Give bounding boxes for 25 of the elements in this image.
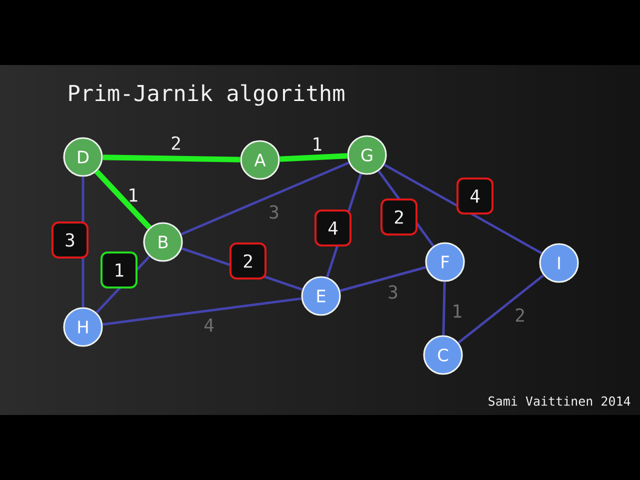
graph-edge bbox=[442, 282, 446, 336]
title: Prim-Jarnik algorithm bbox=[69, 84, 344, 106]
graph-edge bbox=[102, 297, 302, 326]
edge-label: 1 bbox=[454, 304, 462, 318]
edge-label: 1 bbox=[130, 188, 138, 202]
graph-edge bbox=[102, 154, 240, 162]
graph-edge bbox=[340, 266, 426, 292]
credit-text: Sami Vaittinen 2014 bbox=[488, 396, 630, 406]
edge-label: 3 bbox=[52, 222, 88, 258]
graph-edge bbox=[180, 162, 350, 236]
graph-edge bbox=[94, 170, 152, 230]
edge-label: 1 bbox=[314, 137, 322, 151]
edge-label: 4 bbox=[456, 178, 494, 214]
edge-label: 1 bbox=[100, 252, 138, 288]
edge-label: 4 bbox=[314, 210, 352, 246]
edge-label: 4 bbox=[204, 318, 214, 332]
graph-edge bbox=[280, 153, 348, 162]
graph-edge bbox=[384, 164, 542, 254]
edge-label: 2 bbox=[516, 308, 524, 322]
edge-label: 2 bbox=[172, 136, 180, 150]
edge-label: 2 bbox=[230, 242, 266, 280]
graph-edge bbox=[458, 274, 544, 344]
edge-label: 3 bbox=[388, 285, 398, 299]
edge-label: 3 bbox=[270, 205, 278, 219]
edge-label: 2 bbox=[380, 198, 418, 236]
